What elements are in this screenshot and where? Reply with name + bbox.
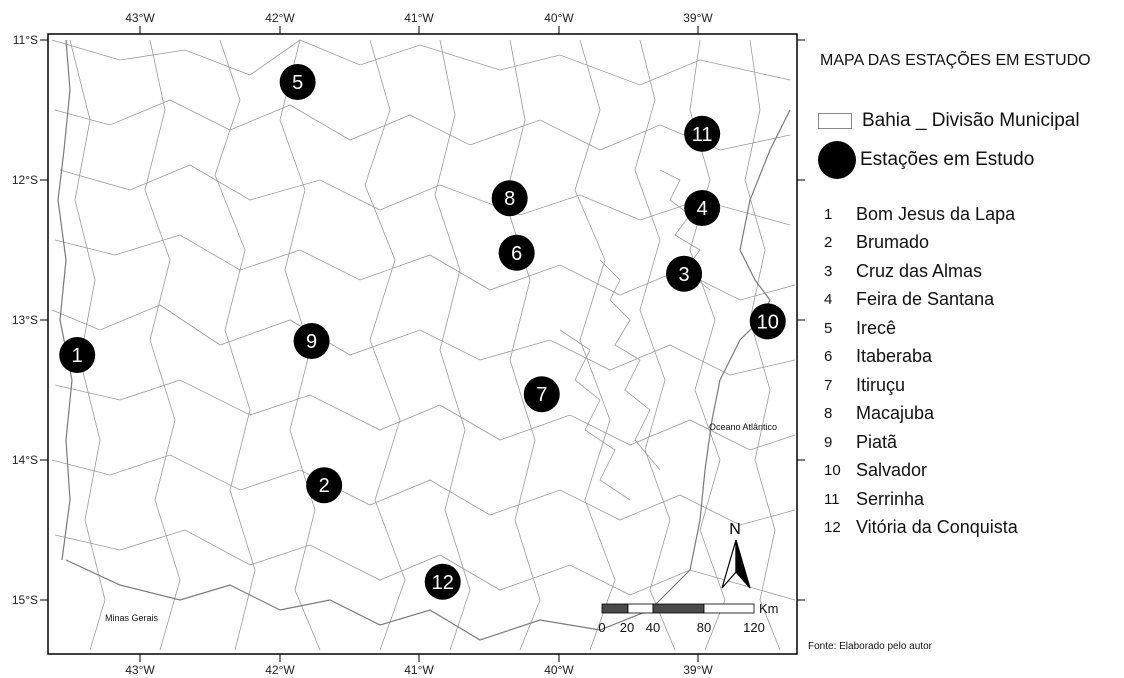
station-dot [424, 563, 461, 600]
lat-tick-11: 11°S [13, 33, 38, 47]
lon-tick-bottom-39: 39°W [683, 663, 713, 677]
lat-tick-12: 12°S [12, 173, 38, 187]
station-dot [293, 323, 330, 359]
lat-tick-13: 13°S [12, 313, 38, 327]
station-number-label: 5 [292, 72, 303, 94]
station-number-label: 2 [319, 475, 330, 497]
station-dot [306, 467, 343, 504]
station-dot [491, 180, 528, 217]
lon-tick-bottom-41: 41°W [404, 663, 434, 677]
scale-unit: Km [759, 601, 779, 616]
lon-tick-top-40: 40°W [544, 11, 574, 25]
scale-label-80: 80 [697, 620, 711, 635]
north-label: N [729, 521, 741, 538]
lon-tick-top-43: 43°W [125, 11, 155, 25]
station-dot [684, 190, 721, 226]
station-dot [498, 234, 535, 271]
lat-tick-15: 15°S [12, 593, 38, 607]
station-marker: 10 [749, 303, 786, 340]
station-number-label: 1 [72, 345, 83, 367]
station-number-label: 10 [757, 311, 779, 333]
lon-tick-bottom-42: 42°W [265, 663, 295, 677]
region-label: Minas Gerais [105, 613, 159, 623]
lon-tick-bottom-40: 40°W [544, 663, 574, 677]
station-marker: 7 [523, 376, 560, 413]
station-number-label: 8 [504, 188, 515, 210]
lon-tick-bottom-43: 43°W [125, 663, 155, 677]
lon-ticks: 43°W 42°W 41°W 40°W 39°W 43°W 42°W 41°W … [125, 11, 713, 677]
station-dot [279, 64, 316, 100]
ocean-label: Oceano Atlântico [709, 422, 777, 432]
state-outline [57, 39, 791, 641]
station-number-label: 12 [432, 572, 454, 594]
scale-label-20: 20 [620, 620, 634, 635]
lon-tick-top-39: 39°W [683, 11, 713, 25]
scale-bar: Km 0 20 40 80 120 [598, 601, 778, 635]
lat-ticks: 11°S 12°S 13°S 14°S 15°S [12, 33, 805, 607]
station-number-label: 6 [511, 243, 522, 265]
station-dot [59, 337, 96, 373]
station-number-label: 11 [692, 124, 713, 146]
station-number-label: 7 [536, 384, 547, 406]
station-marker: 4 [684, 190, 721, 226]
station-number-label: 3 [678, 264, 689, 286]
municipal-boundaries [51, 39, 796, 651]
station-marker: 12 [424, 563, 461, 600]
station-marker: 5 [279, 64, 316, 100]
map-frame [47, 33, 798, 655]
station-marker: 9 [293, 323, 330, 359]
station-marker: 6 [498, 234, 535, 271]
station-marker: 2 [306, 467, 343, 504]
station-dot [666, 255, 703, 292]
station-dot [523, 376, 560, 413]
station-number-label: 9 [306, 331, 317, 353]
lat-tick-14: 14°S [12, 453, 38, 467]
station-marker: 1 [59, 337, 96, 373]
station-dot [749, 303, 786, 340]
station-marker: 11 [684, 115, 721, 152]
lon-tick-top-41: 41°W [404, 11, 434, 25]
scale-label-0: 0 [598, 620, 605, 635]
station-number-label: 4 [697, 198, 708, 220]
station-marker: 8 [491, 180, 528, 217]
scale-label-40: 40 [646, 620, 660, 635]
station-marker: 3 [666, 255, 703, 292]
north-arrow-icon: N [721, 521, 751, 589]
lon-tick-top-42: 42°W [265, 11, 295, 25]
scale-label-120: 120 [743, 620, 765, 635]
station-dot [684, 115, 721, 152]
